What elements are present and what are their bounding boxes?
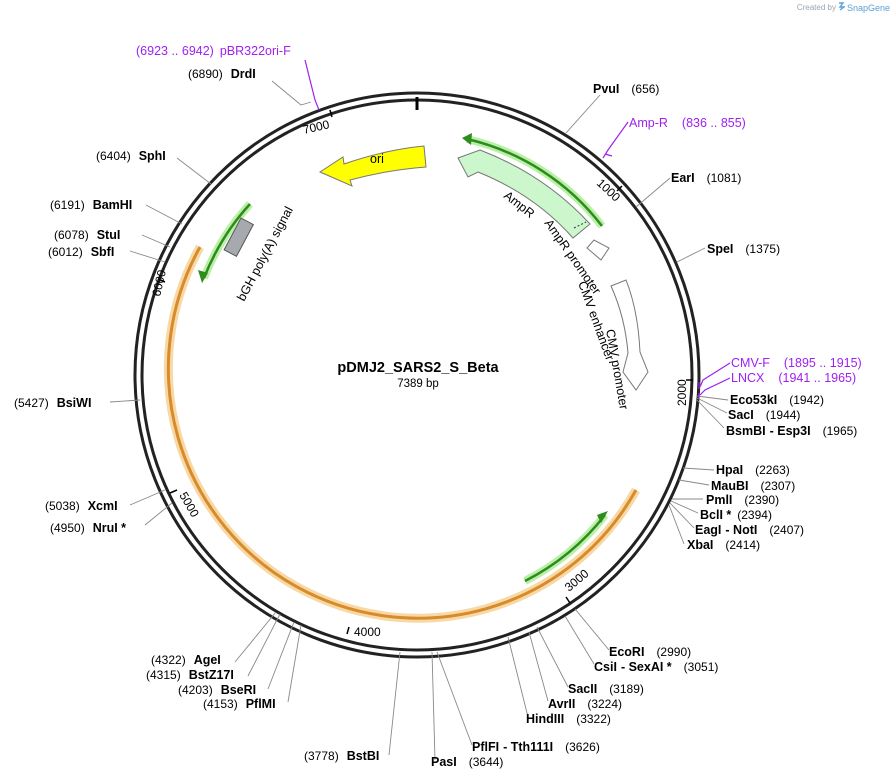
ori-label: ori: [370, 152, 384, 166]
primer-label: Amp-R(836 .. 855): [629, 116, 746, 130]
site-connectors: [109, 80, 729, 761]
plasmid-name: pDMJ2_SARS2_S_Beta: [337, 360, 499, 376]
primer-arc-ampr: [466, 137, 603, 227]
site-label: (4315)BstZ17I: [146, 668, 234, 682]
site-label: Eco53kI(1942): [730, 393, 824, 407]
primer-arc-ampr-arrowhead: [462, 133, 472, 145]
site-label: (6078)StuI: [54, 228, 120, 242]
scale-ticks: [157, 109, 693, 635]
site-label: (4950)NruI *: [50, 521, 126, 535]
credit-prefix: Created by: [796, 3, 836, 12]
tick-1000: 1000: [594, 176, 623, 205]
site-label: PflFI- Tth111I(3626): [472, 740, 600, 754]
ori-feature: [318, 145, 427, 187]
snapgene-logo-icon: [838, 2, 847, 13]
primer-arc-cmv-arrowhead: [597, 511, 608, 523]
site-label: (3778)BstBI: [304, 749, 379, 763]
site-label: SacI(1944): [728, 408, 800, 422]
site-label: HpaI(2263): [716, 463, 790, 477]
tick-6000: 6000: [149, 268, 169, 297]
primer-label: (6923 .. 6942)pBR322ori-F: [136, 44, 291, 58]
site-label: PasI(3644): [431, 755, 503, 769]
site-label: MauBI(2307): [711, 479, 795, 493]
site-label: (4322)AgeI: [151, 653, 221, 667]
site-label: (4153)PflMI: [203, 697, 276, 711]
site-label: XbaI(2414): [687, 538, 760, 552]
site-label: SpeI(1375): [707, 242, 780, 256]
site-label: CsiI- SexAI *(3051): [594, 660, 718, 674]
site-label: EcoRI(2990): [609, 645, 691, 659]
primer-arc-bgh-arrowhead: [198, 270, 208, 283]
site-label: (4203)BseRI: [178, 683, 256, 697]
ampr-promoter-feature: [586, 239, 610, 261]
backbone-outer-ring: [133, 91, 701, 659]
site-label: (6191)BamHI: [50, 198, 132, 212]
site-label: EagI- NotI(2407): [695, 523, 804, 537]
site-label: PvuI(656): [593, 82, 659, 96]
bgh-feature: [223, 217, 255, 258]
site-label: (6012)SbfI: [48, 245, 114, 259]
credit-brand: SnapGene: [846, 2, 890, 13]
site-label: BclI *(2394): [700, 508, 772, 522]
snapgene-credit: Created by SnapGene: [797, 2, 890, 13]
tick-2000: 2000: [675, 379, 689, 406]
tick-7000: 7000: [302, 117, 331, 137]
primer-connectors: [304, 59, 731, 398]
cmv-feature: [610, 279, 649, 391]
site-label: HindIII(3322): [526, 712, 611, 726]
site-label: BsmBI- Esp3I(1965): [726, 424, 857, 438]
site-label: (6890)DrdI: [188, 67, 256, 81]
primer-label: LNCX(1941 .. 1965): [731, 371, 856, 385]
site-label: PmlI(2390): [706, 493, 779, 507]
site-label: SacII(3189): [568, 682, 644, 696]
ampr-feature: [457, 149, 591, 239]
tick-4000: 4000: [354, 625, 381, 639]
site-label: AvrII(3224): [548, 697, 622, 711]
site-label: (5427)BsiWI: [14, 396, 91, 410]
plasmid-length: 7389 bp: [397, 378, 439, 390]
primer-arc-cmv: [524, 514, 606, 583]
site-label: (5038)XcmI: [45, 499, 118, 513]
primer-label: CMV-F(1895 .. 1915): [731, 356, 862, 370]
spike-cds-arc: [166, 246, 638, 620]
site-label: EarI(1081): [671, 171, 741, 185]
spike-cds-glow: [163, 244, 640, 623]
primer-arc-bgh: [202, 203, 251, 279]
site-label: (6404)SphI: [96, 149, 166, 163]
